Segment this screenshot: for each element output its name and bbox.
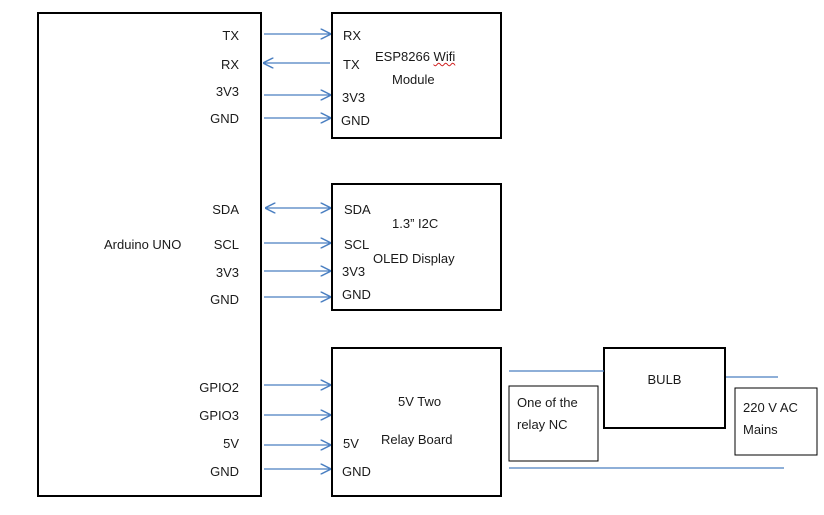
arduino-pin-sda: SDA bbox=[212, 202, 239, 217]
esp-box bbox=[331, 12, 502, 139]
relay-box bbox=[331, 347, 502, 497]
esp-title-line2: Module bbox=[392, 72, 435, 87]
esp-title-main: ESP8266 bbox=[375, 49, 434, 64]
relay-title-line1: 5V Two bbox=[398, 394, 442, 409]
mains-box bbox=[734, 387, 818, 456]
arduino-pin-3v3-esp: 3V3 bbox=[215, 84, 239, 99]
bulb-box bbox=[603, 347, 726, 429]
arduino-pin-gnd-esp: GND bbox=[210, 111, 239, 126]
relay-pin-gnd: GND bbox=[342, 464, 371, 479]
esp-pin-gnd: GND bbox=[341, 113, 370, 128]
relay-pin-5v: 5V bbox=[343, 436, 359, 451]
oled-title-line1: 1.3” I2C bbox=[392, 216, 439, 231]
oled-pin-gnd: GND bbox=[342, 287, 371, 302]
oled-box bbox=[331, 183, 502, 311]
arduino-pin-gnd-relay: GND bbox=[210, 464, 239, 479]
bulb-title: BULB bbox=[647, 372, 682, 387]
esp-title-wifi: Wifi bbox=[433, 49, 456, 64]
arduino-pin-gpio2: GPIO2 bbox=[199, 380, 239, 395]
relay-note: One of the relay NC bbox=[517, 395, 578, 432]
arduino-pin-3v3-oled: 3V3 bbox=[215, 265, 239, 280]
oled-pin-scl: SCL bbox=[344, 237, 370, 252]
esp-pin-rx: RX bbox=[343, 28, 362, 43]
arduino-pin-rx: RX bbox=[220, 57, 239, 72]
arduino-pin-gnd-oled: GND bbox=[210, 292, 239, 307]
oled-pin-3v3: 3V3 bbox=[342, 264, 366, 279]
oled-title-line2: OLED Display bbox=[373, 251, 455, 266]
esp-pin-tx: TX bbox=[343, 57, 360, 72]
arduino-title: Arduino UNO bbox=[104, 237, 182, 252]
relay-title-line2: Relay Board bbox=[381, 432, 453, 447]
relay-note-box bbox=[508, 385, 599, 462]
arduino-pin-gpio3: GPIO3 bbox=[199, 408, 239, 423]
esp-title: ESP8266 Wifi bbox=[375, 49, 455, 64]
arduino-pin-tx: TX bbox=[222, 28, 239, 43]
arduino-box bbox=[37, 12, 262, 497]
arduino-pin-scl: SCL bbox=[213, 237, 239, 252]
oled-pin-sda: SDA bbox=[344, 202, 371, 217]
arduino-pin-5v: 5V bbox=[223, 436, 239, 451]
mains-title: 220 V AC Mains bbox=[743, 400, 798, 437]
esp-pin-3v3: 3V3 bbox=[342, 90, 366, 105]
